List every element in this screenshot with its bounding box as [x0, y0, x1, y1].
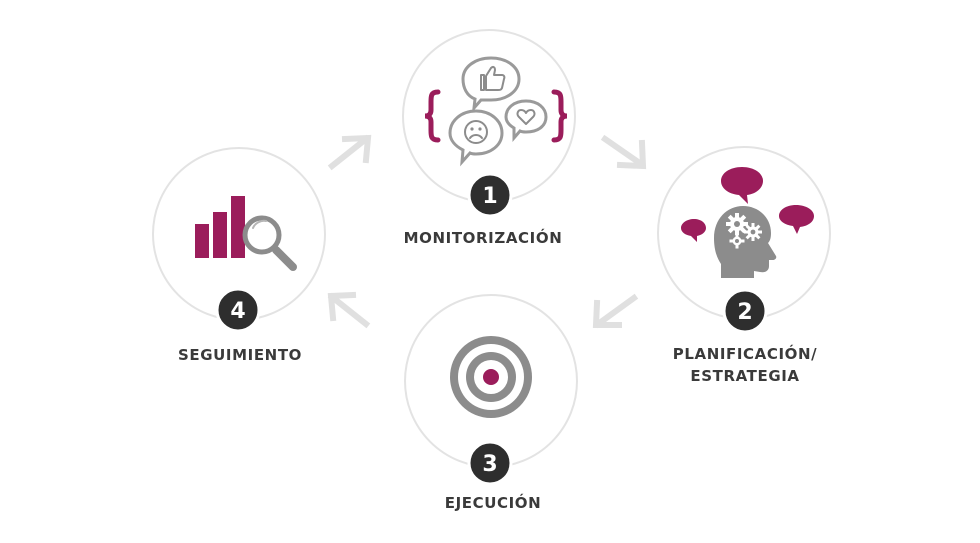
step-4-badge: 4 — [215, 287, 261, 333]
step-2-label: PLANIFICACIÓN/ ESTRATEGIA — [655, 343, 835, 387]
cycle-arrows — [327, 134, 647, 329]
step-3-badge: 3 — [467, 440, 513, 486]
step-4-number: 4 — [230, 299, 245, 324]
step-3-number: 3 — [482, 452, 497, 477]
step-2-label-line1: PLANIFICACIÓN/ — [672, 345, 818, 363]
step-1-badge: 1 — [467, 172, 513, 218]
arrow-3-to-4 — [327, 291, 371, 329]
step-1-label: MONITORIZACIÓN — [403, 229, 563, 247]
step-2-number: 2 — [737, 300, 752, 325]
step-2-label-line2: ESTRATEGIA — [690, 367, 800, 385]
step-4: 4 — [152, 147, 326, 333]
arrow-4-to-1 — [327, 134, 372, 171]
step-1: 1 — [402, 29, 576, 218]
step-4-label: SEGUIMIENTO — [177, 346, 302, 364]
step-3-label: EJECUCIÓN — [444, 494, 542, 512]
step-3: 3 — [404, 294, 578, 486]
head-gears-icon — [681, 167, 814, 278]
step-2-badge: 2 — [722, 288, 768, 334]
analytics-magnifier-icon — [195, 196, 297, 271]
step-2: 2 — [657, 146, 831, 334]
social-feedback-bubbles-icon — [424, 56, 568, 167]
step-1-number: 1 — [482, 184, 497, 209]
arrow-2-to-3 — [592, 293, 639, 329]
arrow-1-to-2 — [600, 134, 647, 170]
target-icon — [450, 336, 532, 418]
